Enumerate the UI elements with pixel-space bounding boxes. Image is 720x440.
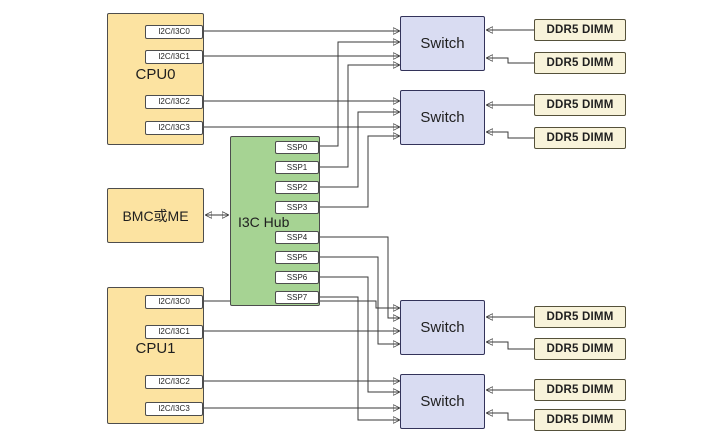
switch1-box: Switch <box>400 16 485 71</box>
dimm8-box: DDR5 DIMM <box>534 409 626 431</box>
cpu0-port-i2c-i3c3: I2C/I3C3 <box>145 121 203 135</box>
i3c-hub-label: I3C Hub <box>238 214 290 230</box>
switch2-label: Switch <box>420 109 465 126</box>
cpu0-label: CPU0 <box>135 66 176 83</box>
cpu1-port-i2c-i3c1: I2C/I3C1 <box>145 325 203 339</box>
dimm1-box: DDR5 DIMM <box>534 19 626 41</box>
wire-ssp4-switch3 <box>320 236 399 318</box>
dimm2-box: DDR5 DIMM <box>534 52 626 74</box>
hub-port-ssp1: SSP1 <box>275 161 319 174</box>
wire-dimm8-switch4 <box>487 413 534 421</box>
dimm3-box: DDR5 DIMM <box>534 94 626 116</box>
hub-port-ssp0: SSP0 <box>275 141 319 154</box>
cpu1-label: CPU1 <box>135 340 176 357</box>
dimm7-label: DDR5 DIMM <box>546 384 614 396</box>
wire-ssp2-switch2 <box>320 112 399 188</box>
cpu0-port-i2c-i3c2: I2C/I3C2 <box>145 95 203 109</box>
hub-port-ssp4: SSP4 <box>275 231 319 244</box>
switch4-box: Switch <box>400 374 485 429</box>
switch1-label: Switch <box>420 35 465 52</box>
wire-ssp0-switch1 <box>320 42 399 147</box>
dimm5-box: DDR5 DIMM <box>534 306 626 328</box>
cpu1-port-i2c-i3c0: I2C/I3C0 <box>145 295 203 309</box>
wire-dimm4-switch2 <box>487 132 534 139</box>
wire-dimm2-switch1 <box>487 58 534 64</box>
dimm2-label: DDR5 DIMM <box>546 57 614 69</box>
bmc-label: BMC或ME <box>122 207 189 224</box>
dimm6-label: DDR5 DIMM <box>546 343 614 355</box>
cpu1-port-i2c-i3c3: I2C/I3C3 <box>145 402 203 416</box>
wire-ssp7-switch4 <box>320 296 399 420</box>
switch4-label: Switch <box>420 393 465 410</box>
hub-port-ssp5: SSP5 <box>275 251 319 264</box>
cpu1-port-i2c-i3c2: I2C/I3C2 <box>145 375 203 389</box>
switch2-box: Switch <box>400 90 485 145</box>
wire-ssp5-switch3 <box>320 256 399 344</box>
wire-dimm6-switch3 <box>487 342 534 350</box>
cpu0-port-i2c-i3c0: I2C/I3C0 <box>145 25 203 39</box>
dimm4-box: DDR5 DIMM <box>534 127 626 149</box>
wire-ssp1-switch1 <box>320 65 399 168</box>
i3c-hub-box: I3C Hub SSP0 SSP1 SSP2 SSP3 SSP4 SSP5 SS… <box>230 136 320 306</box>
dimm5-label: DDR5 DIMM <box>546 311 614 323</box>
bmc-box: BMC或ME <box>107 188 204 243</box>
cpu0-port-i2c-i3c1: I2C/I3C1 <box>145 50 203 64</box>
wire-ssp3-switch2 <box>320 136 399 208</box>
cpu1-box: CPU1 I2C/I3C0 I2C/I3C1 I2C/I3C2 I2C/I3C3 <box>107 287 204 424</box>
switch3-label: Switch <box>420 319 465 336</box>
dimm3-label: DDR5 DIMM <box>546 99 614 111</box>
dimm8-label: DDR5 DIMM <box>546 414 614 426</box>
hub-port-ssp6: SSP6 <box>275 271 319 284</box>
switch3-box: Switch <box>400 300 485 355</box>
dimm4-label: DDR5 DIMM <box>546 132 614 144</box>
hub-port-ssp3: SSP3 <box>275 201 319 214</box>
hub-port-ssp2: SSP2 <box>275 181 319 194</box>
dimm1-label: DDR5 DIMM <box>546 24 614 36</box>
dimm6-box: DDR5 DIMM <box>534 338 626 360</box>
dimm7-box: DDR5 DIMM <box>534 379 626 401</box>
wire-ssp6-switch4 <box>320 276 399 392</box>
hub-port-ssp7: SSP7 <box>275 291 319 304</box>
cpu0-box: CPU0 I2C/I3C0 I2C/I3C1 I2C/I3C2 I2C/I3C3 <box>107 13 204 145</box>
